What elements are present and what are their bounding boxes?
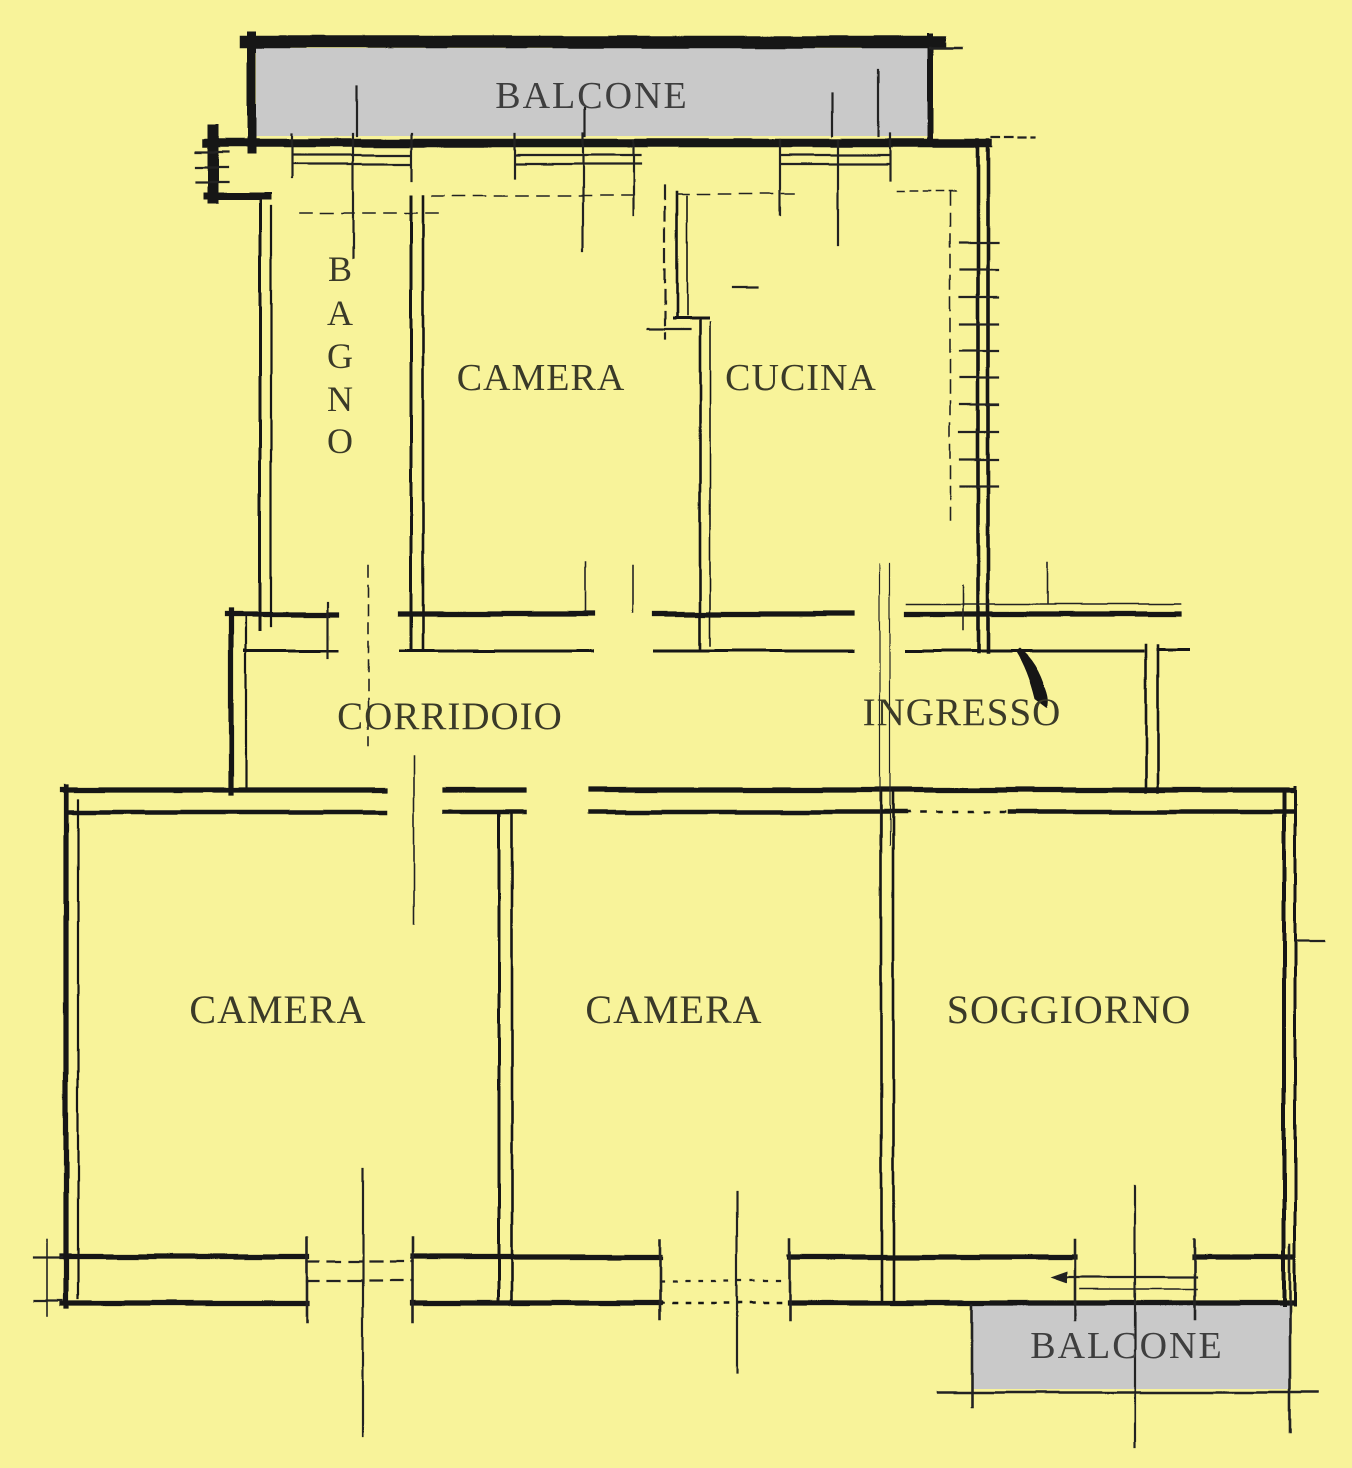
room-label-camera-center: CAMERA	[585, 987, 762, 1032]
labels: BALCONE B A G N O CAMERA CUCINA CORRIDOI…	[189, 75, 1223, 1367]
room-label-bagno-letter: O	[327, 421, 353, 461]
window-symbol	[513, 132, 642, 252]
wall-segment	[879, 789, 895, 1303]
dimension-line	[194, 150, 230, 184]
room-label-cucina: CUCINA	[725, 357, 877, 399]
wall-segment	[1144, 643, 1160, 794]
room-label-bagno-letter: A	[327, 293, 353, 333]
dimension-line	[355, 68, 880, 138]
dimension-line	[413, 561, 634, 925]
walls	[59, 31, 1297, 1309]
window-symbol	[290, 132, 414, 260]
room-label-balcone-top: BALCONE	[495, 75, 688, 117]
window-symbol	[1073, 1238, 1197, 1322]
dimension-line	[906, 561, 1181, 631]
window-symbol	[778, 132, 892, 247]
room-label-bagno-letter: G	[327, 336, 353, 376]
arrowhead	[1050, 1271, 1067, 1283]
entrance-arrow	[1016, 648, 1049, 708]
dimension-line	[361, 1166, 1137, 1450]
balcony-top-slab	[256, 48, 930, 136]
room-label-ingresso: INGRESSO	[863, 691, 1062, 734]
room-label-corridoio: CORRIDOIO	[337, 695, 563, 738]
windows-and-dimension-lines	[32, 46, 1326, 1450]
room-label-camera-top: CAMERA	[457, 357, 626, 399]
balcony-edge	[936, 1243, 1320, 1434]
window-sill-dashed	[305, 1260, 415, 1283]
room-label-balcone-bottom: BALCONE	[1030, 1325, 1223, 1367]
window-sill-dashed	[299, 193, 796, 214]
room-label-soggiorno: SOGGIORNO	[947, 987, 1192, 1032]
dimension-line	[879, 563, 891, 846]
room-label-bagno-letter: B	[328, 249, 352, 289]
wall-hatch-ticks	[958, 241, 1000, 488]
dimension-line	[646, 285, 759, 331]
wall-segment	[976, 138, 990, 654]
balcony-bottom-slab	[972, 1305, 1290, 1389]
room-label-bagno-letter: N	[327, 379, 353, 419]
room-label-camera-left: CAMERA	[189, 987, 366, 1032]
dimension-line	[32, 1256, 64, 1302]
